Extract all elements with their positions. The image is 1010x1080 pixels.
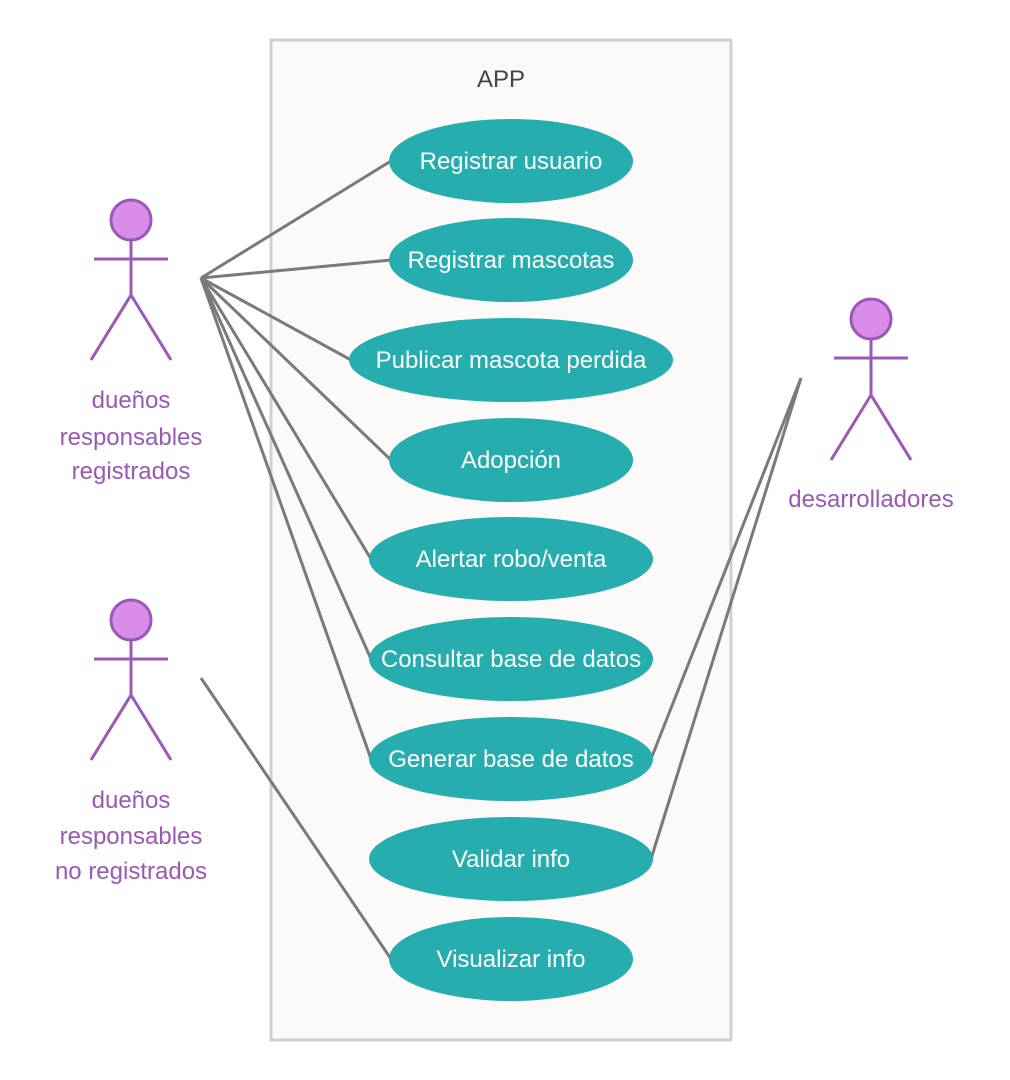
use-case-uc3: Publicar mascota perdida (349, 318, 673, 402)
actor-label-line: registrados (72, 458, 191, 485)
association-lines (199, 159, 803, 960)
actor-registered-owners: dueños responsables registrados (60, 198, 203, 485)
use-case-label: Visualizar info (437, 946, 586, 973)
association-line-a1-uc3 (200, 276, 352, 362)
association-line-a3-uc8 (649, 377, 803, 860)
use-case-label: Registrar mascotas (408, 247, 615, 274)
actor-label-line: desarrolladores (788, 486, 953, 513)
use-case-uc4: Adopción (389, 418, 633, 502)
use-case-uc5: Alertar robo/venta (369, 517, 653, 601)
association-line-a1-uc5 (199, 277, 373, 560)
actor-developers: desarrolladores (788, 297, 954, 513)
use-case-label: Adopción (461, 447, 561, 474)
use-case-label: Consultar base de datos (381, 646, 641, 673)
stick-figure-icon (89, 198, 173, 361)
use-case-label: Validar info (452, 846, 570, 873)
stick-figure-icon (89, 598, 173, 761)
use-case-label: Publicar mascota perdida (376, 347, 647, 374)
actor-label-line: responsables (60, 823, 203, 850)
association-line-a1-uc1 (200, 159, 392, 280)
actor-label-line: no registrados (55, 858, 207, 885)
use-case-label: Registrar usuario (420, 148, 603, 175)
actor-unregistered-owners: dueños responsables no registrados (55, 598, 207, 885)
actor-label-line: dueños (92, 787, 171, 814)
use-case-uc9: Visualizar info (389, 917, 633, 1001)
use-case-uc7: Generar base de datos (369, 717, 653, 801)
association-line-a2-uc9 (199, 677, 393, 960)
use-case-uc6: Consultar base de datos (369, 617, 653, 701)
association-line-a1-uc7 (199, 277, 373, 760)
actor-label-line: dueños (92, 387, 171, 414)
association-line-a1-uc6 (199, 277, 373, 660)
use-case-uc2: Registrar mascotas (389, 218, 633, 302)
use-case-label: Generar base de datos (388, 746, 634, 773)
association-line-a1-uc4 (199, 276, 393, 462)
actor-label-line: responsables (60, 424, 203, 451)
use-case-uc8: Validar info (369, 817, 653, 901)
use-case-label: Alertar robo/venta (416, 546, 607, 573)
use-case-uc1: Registrar usuario (389, 119, 633, 203)
stick-figure-icon (829, 297, 913, 461)
system-title: APP (477, 66, 525, 93)
association-line-a1-uc2 (200, 258, 392, 280)
association-line-a3-uc7 (649, 377, 803, 760)
